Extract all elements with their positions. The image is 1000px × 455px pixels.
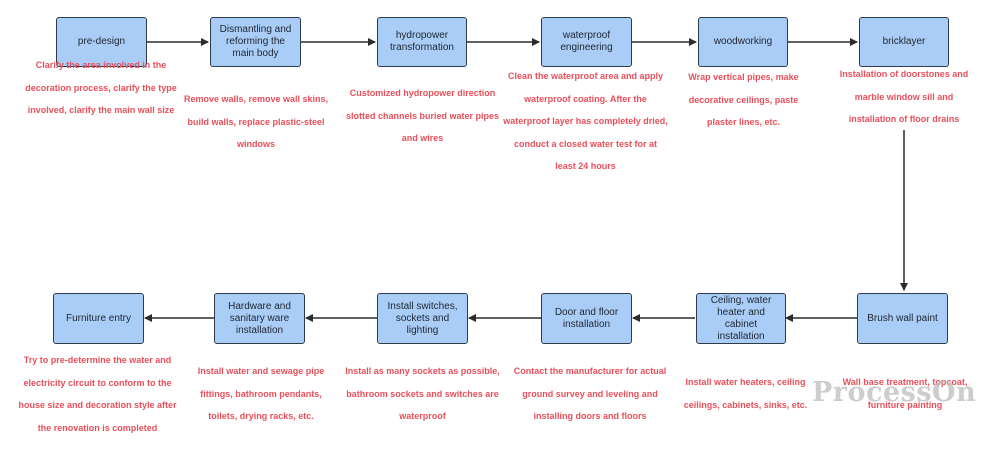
step-bricklayer[interactable]: bricklayer xyxy=(859,17,949,67)
step-door-floor[interactable]: Door and floor installation xyxy=(541,293,632,344)
note-bricklayer: Installation of doorstones and marble wi… xyxy=(839,69,969,124)
note-ceiling-water-heater: Install water heaters, ceiling ceilings,… xyxy=(683,377,808,410)
note-dismantling: Remove walls, remove wall skins, build w… xyxy=(183,94,329,149)
note-switches-sockets: Install as many sockets as possible, bat… xyxy=(345,366,500,421)
note-furniture-entry: Try to pre-determine the water and elect… xyxy=(18,355,177,433)
note-brush-wall-paint: Wall base treatment, topcoat, furniture … xyxy=(842,377,968,410)
note-hydropower: Customized hydropower direction slotted … xyxy=(345,88,500,143)
note-door-floor: Contact the manufacturer for actual grou… xyxy=(513,366,667,421)
step-brush-wall-paint[interactable]: Brush wall paint xyxy=(857,293,948,344)
step-dismantling[interactable]: Dismantling and reforming the main body xyxy=(210,17,301,67)
step-woodworking[interactable]: woodworking xyxy=(698,17,788,67)
step-pre-design[interactable]: pre-design xyxy=(56,17,147,67)
note-hardware-sanitary: Install water and sewage pipe fittings, … xyxy=(197,366,325,421)
note-woodworking: Wrap vertical pipes, make decorative cei… xyxy=(688,72,799,127)
note-waterproof: Clean the waterproof area and apply wate… xyxy=(503,71,668,171)
note-pre-design: Clarify the area involved in the decorat… xyxy=(25,60,177,115)
step-hardware-sanitary[interactable]: Hardware and sanitary ware installation xyxy=(214,293,305,344)
step-furniture-entry[interactable]: Furniture entry xyxy=(53,293,144,344)
step-hydropower[interactable]: hydropower transformation xyxy=(377,17,467,67)
processon-watermark: ProcessOn xyxy=(812,377,977,408)
step-waterproof[interactable]: waterproof engineering xyxy=(541,17,632,67)
step-switches-sockets[interactable]: Install switches, sockets and lighting xyxy=(377,293,468,344)
step-ceiling-water-heater[interactable]: Ceiling, water heater and cabinet instal… xyxy=(696,293,786,344)
